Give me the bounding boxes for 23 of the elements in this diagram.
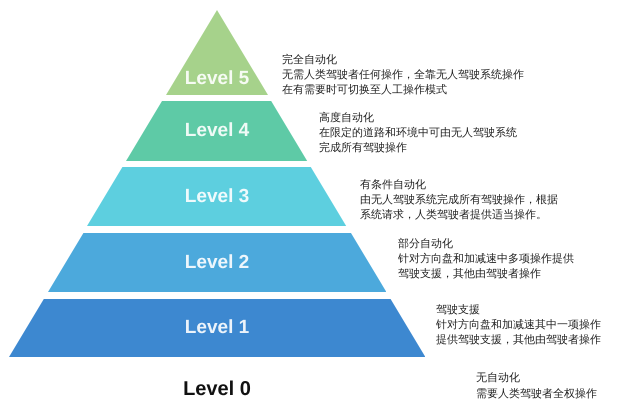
level-description: 针对方向盘和加减速中多项操作提供驾驶支援，其他由驾驶者操作 <box>398 252 575 282</box>
pyramid-band <box>126 101 308 161</box>
level-description: 针对方向盘和加减速其中一项操作提供驾驶支援，其他由驾驶者操作 <box>436 318 602 348</box>
level-description: 在限定的道路和环境中可由无人驾驶系统完成所有驾驶操作 <box>319 126 518 156</box>
level-label: Level 5 <box>184 68 250 90</box>
level-label: Level 3 <box>184 186 250 208</box>
level-title: 驾驶支援 <box>436 303 480 318</box>
level-description: 无需人类驾驶者任何操作，全靠无人驾驶系统操作在有需要时可切换至人工操作模式 <box>282 68 525 98</box>
level-label: Level 0 <box>183 378 251 400</box>
level-description: 由无人驾驶系统完成所有驾驶操作，根据系统请求，人类驾驶者提供适当操作。 <box>360 193 559 223</box>
level-label: Level 1 <box>184 317 250 339</box>
level-title: 完全自动化 <box>282 53 337 68</box>
level-label: Level 4 <box>184 120 250 142</box>
level-title: 无自动化 <box>476 371 520 386</box>
pyramid-band <box>8 299 426 357</box>
level-title: 有条件自动化 <box>360 178 426 193</box>
level-label: Level 2 <box>184 252 250 274</box>
level-title: 部分自动化 <box>398 237 453 252</box>
level-title: 高度自动化 <box>319 111 374 126</box>
pyramid-band <box>48 233 386 292</box>
pyramid-band <box>87 167 347 226</box>
level-description: 需要人类驾驶者全权操作 <box>476 387 597 402</box>
pyramid-band <box>166 10 268 95</box>
